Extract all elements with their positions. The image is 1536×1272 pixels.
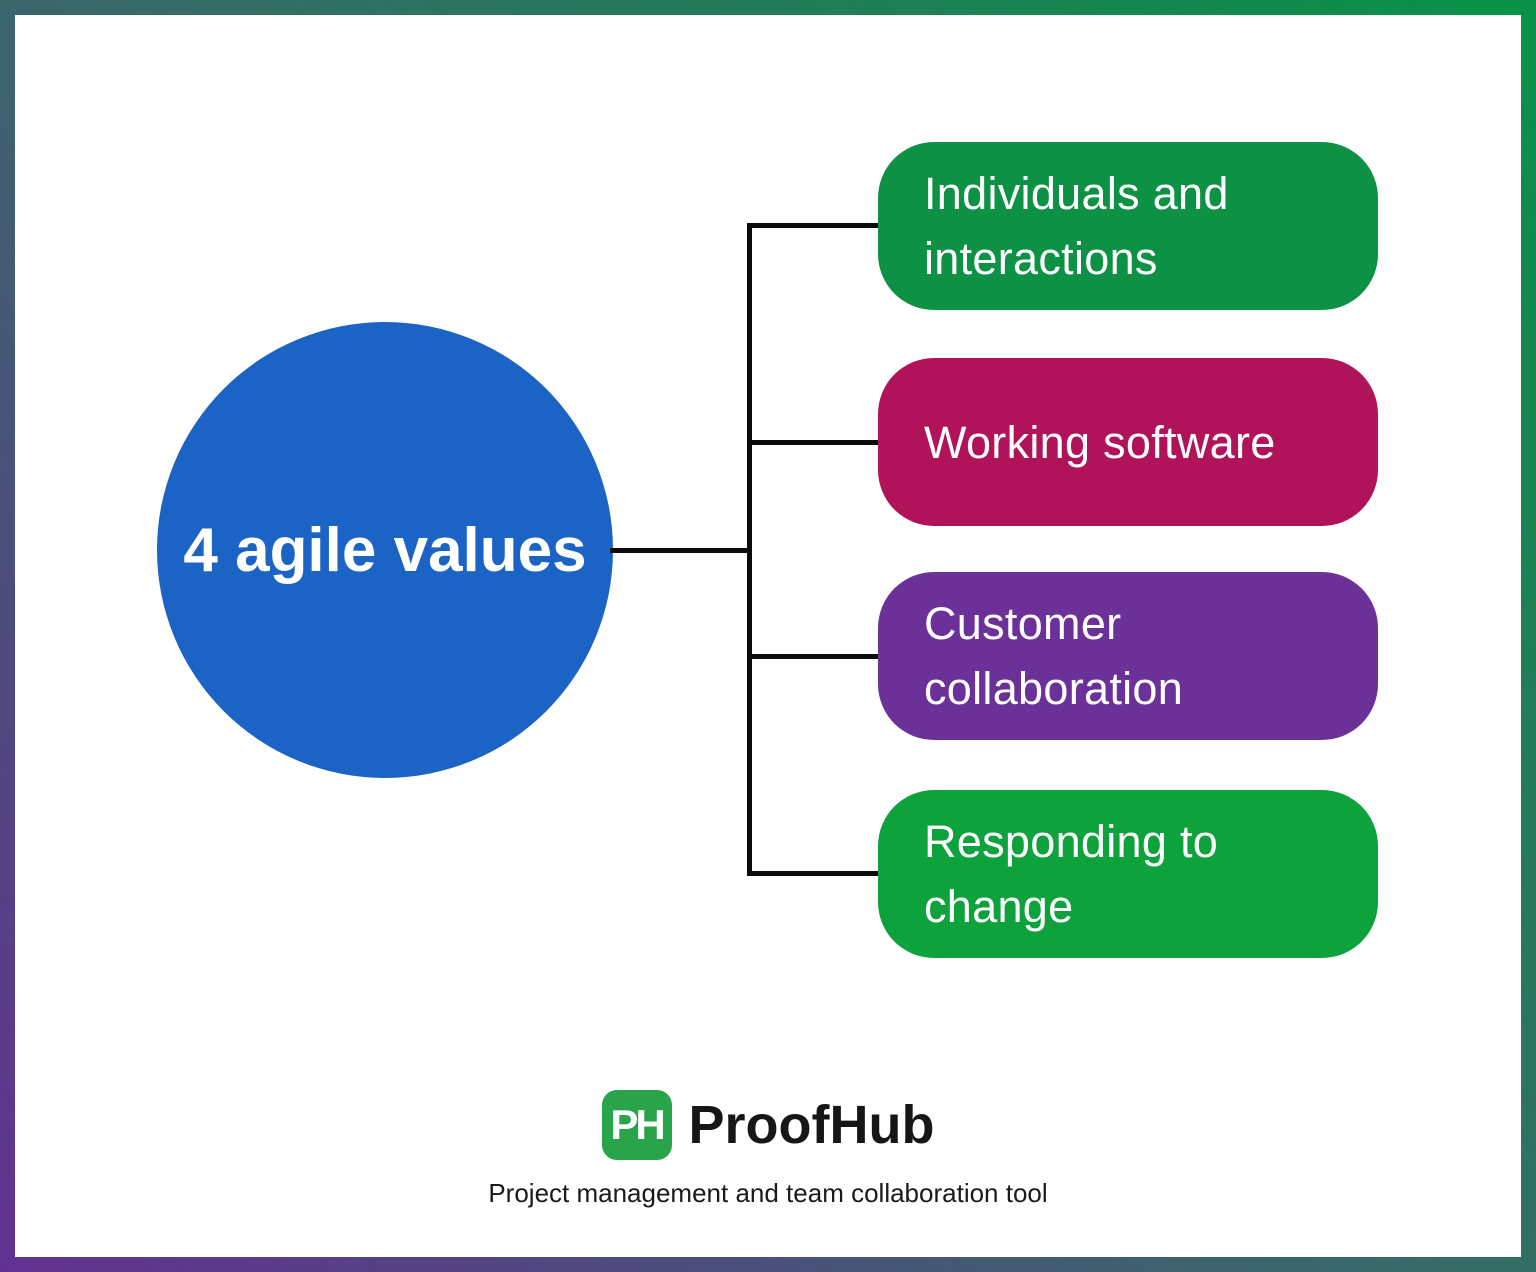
connector-branch-1-line [747,223,878,228]
value-label: Responding to change [924,816,1219,932]
proofhub-logo: PH [601,1090,672,1160]
brand-tagline: Project management and team collaboratio… [488,1178,1048,1208]
root-node-label: 4 agile values [183,515,587,585]
value-label: Individuals and interactions [924,168,1229,284]
brand-name: ProofHub [688,1095,935,1155]
connector-branch-2-line [747,440,878,445]
value-label: Working software [924,416,1276,468]
value-box-working-software: Working software [878,358,1378,526]
connector-trunk-line [747,223,752,876]
value-label: Customer collaboration [924,598,1184,714]
proofhub-logo-letters: PH [610,1101,665,1148]
connector-branch-4-line [747,871,878,876]
root-node-circle: 4 agile values [157,322,613,778]
connector-root-line [610,548,752,553]
value-box-responding-to-change: Responding to change [878,790,1378,958]
value-box-customer-collaboration: Customer collaboration [878,572,1378,740]
value-box-individuals-and-interactions: Individuals and interactions [878,142,1378,310]
diagram-canvas: 4 agile values Individuals and interacti… [15,15,1521,1257]
connector-branch-3-line [747,654,878,659]
footer-brand: PH ProofHub [15,1090,1521,1160]
